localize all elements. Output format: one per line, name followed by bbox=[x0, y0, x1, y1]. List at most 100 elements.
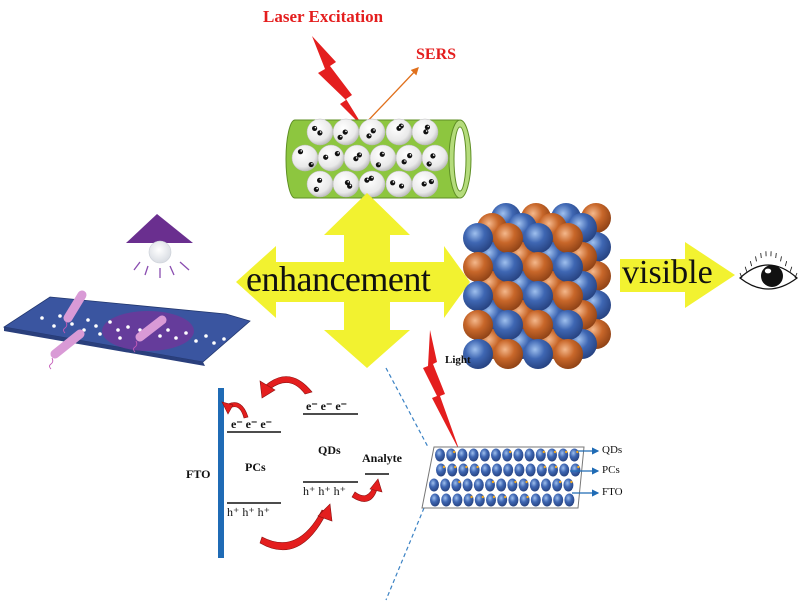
silver-particle bbox=[385, 170, 413, 198]
stack-particle bbox=[436, 463, 446, 477]
stack-particle bbox=[492, 463, 502, 477]
substrate-dot bbox=[194, 339, 198, 343]
substrate-dot bbox=[222, 337, 226, 341]
stack-particle bbox=[447, 463, 458, 477]
analyte-molecule bbox=[353, 156, 359, 162]
analyte-molecule bbox=[390, 180, 396, 186]
light-bolt-icon bbox=[423, 330, 460, 452]
analyte-molecule bbox=[407, 153, 413, 159]
substrate-dot bbox=[212, 341, 216, 345]
substrate-dot bbox=[184, 331, 188, 335]
stack-particle bbox=[497, 493, 508, 507]
qd-sphere bbox=[553, 252, 583, 282]
stack-particle bbox=[491, 448, 501, 462]
substrate-dot bbox=[52, 324, 56, 328]
silver-particle bbox=[385, 118, 413, 146]
stack-particle bbox=[441, 493, 452, 507]
visible-arrow bbox=[620, 242, 735, 308]
analyte-molecule bbox=[347, 183, 353, 189]
stack-particle bbox=[468, 448, 479, 462]
analyte-molecule bbox=[316, 177, 323, 183]
stack-particle bbox=[530, 493, 541, 507]
stack-particle bbox=[452, 493, 463, 507]
qd-sphere bbox=[523, 223, 553, 253]
analyte-molecule bbox=[323, 154, 329, 160]
stack-particle bbox=[485, 478, 495, 492]
stack-particle bbox=[507, 478, 518, 492]
analyte-molecule bbox=[308, 161, 314, 168]
eye-icon bbox=[739, 251, 798, 290]
substrate-dot bbox=[174, 336, 178, 340]
layer-stack bbox=[421, 446, 600, 509]
analyte-molecule bbox=[423, 129, 429, 135]
analyte-molecule bbox=[396, 125, 402, 131]
nanotube-with-particles bbox=[285, 118, 472, 199]
stack-particle bbox=[496, 478, 507, 492]
substrate-dot bbox=[86, 318, 90, 322]
analyte-molecule bbox=[337, 134, 343, 140]
stack-particle bbox=[463, 493, 474, 507]
analyte-molecule bbox=[430, 153, 436, 159]
qd-sphere bbox=[463, 310, 493, 340]
silver-particle bbox=[291, 144, 319, 172]
silver-particle bbox=[306, 170, 334, 198]
silver-particle bbox=[421, 144, 449, 172]
stack-particle bbox=[513, 448, 524, 462]
analyte-molecule bbox=[426, 161, 432, 167]
stack-particle bbox=[548, 463, 558, 477]
analyte-molecule bbox=[375, 162, 381, 168]
stack-particle bbox=[563, 478, 574, 492]
laser-bolt-icon bbox=[312, 36, 364, 128]
analyte-molecule bbox=[312, 125, 318, 132]
stack-particle bbox=[542, 493, 552, 507]
stack-particle bbox=[570, 463, 581, 477]
stack-particle bbox=[559, 463, 570, 477]
qd-sphere bbox=[463, 339, 493, 369]
stack-particle bbox=[519, 493, 530, 507]
stack-particle bbox=[474, 493, 485, 507]
silver-particle bbox=[358, 170, 386, 198]
stack-particle bbox=[552, 478, 563, 492]
stack-particle bbox=[457, 448, 468, 462]
analyte-molecule bbox=[366, 133, 372, 139]
stack-particle bbox=[458, 463, 469, 477]
analyte-molecule bbox=[424, 124, 431, 130]
stack-particle bbox=[553, 493, 564, 507]
stack-particle bbox=[451, 478, 462, 492]
stack-particle bbox=[547, 448, 557, 462]
stack-particle bbox=[480, 463, 491, 477]
substrate-dot bbox=[98, 332, 102, 336]
substrate-dot bbox=[108, 320, 112, 324]
substrate-dot bbox=[166, 328, 170, 332]
stack-particle bbox=[429, 478, 439, 492]
energy-level-diagram bbox=[218, 376, 389, 558]
analyte-molecule bbox=[297, 149, 304, 155]
stack-particle bbox=[529, 478, 540, 492]
light-label: Light bbox=[445, 354, 471, 366]
substrate-dot bbox=[40, 316, 44, 320]
lamp-icon bbox=[126, 214, 193, 278]
stack-particle bbox=[503, 463, 514, 477]
substrate-dot bbox=[116, 328, 120, 332]
analyte-label: Analyte bbox=[362, 451, 402, 465]
analyte-molecule bbox=[421, 181, 427, 187]
stack-particle bbox=[535, 448, 546, 462]
stack-particle bbox=[541, 478, 551, 492]
qd-sphere bbox=[493, 339, 523, 369]
analyte-molecule bbox=[401, 159, 407, 165]
stack-particle bbox=[569, 448, 580, 462]
stack-label-qds: QDs bbox=[602, 444, 623, 456]
stack-particle bbox=[525, 463, 536, 477]
stack-particle bbox=[462, 478, 473, 492]
analyte-molecule bbox=[317, 130, 323, 136]
qd-sphere bbox=[553, 223, 583, 253]
substrate-dot bbox=[58, 314, 62, 318]
analyte-molecule bbox=[370, 128, 376, 134]
qd-sphere bbox=[523, 310, 553, 340]
analyte-molecule bbox=[342, 129, 348, 135]
qd-sphere bbox=[463, 252, 493, 282]
pcs-holes-label: h⁺ h⁺ h⁺ bbox=[227, 505, 271, 519]
pcs-electrons-label: e⁻ e⁻ e⁻ bbox=[231, 417, 272, 431]
sers-scatter-line bbox=[362, 67, 419, 127]
